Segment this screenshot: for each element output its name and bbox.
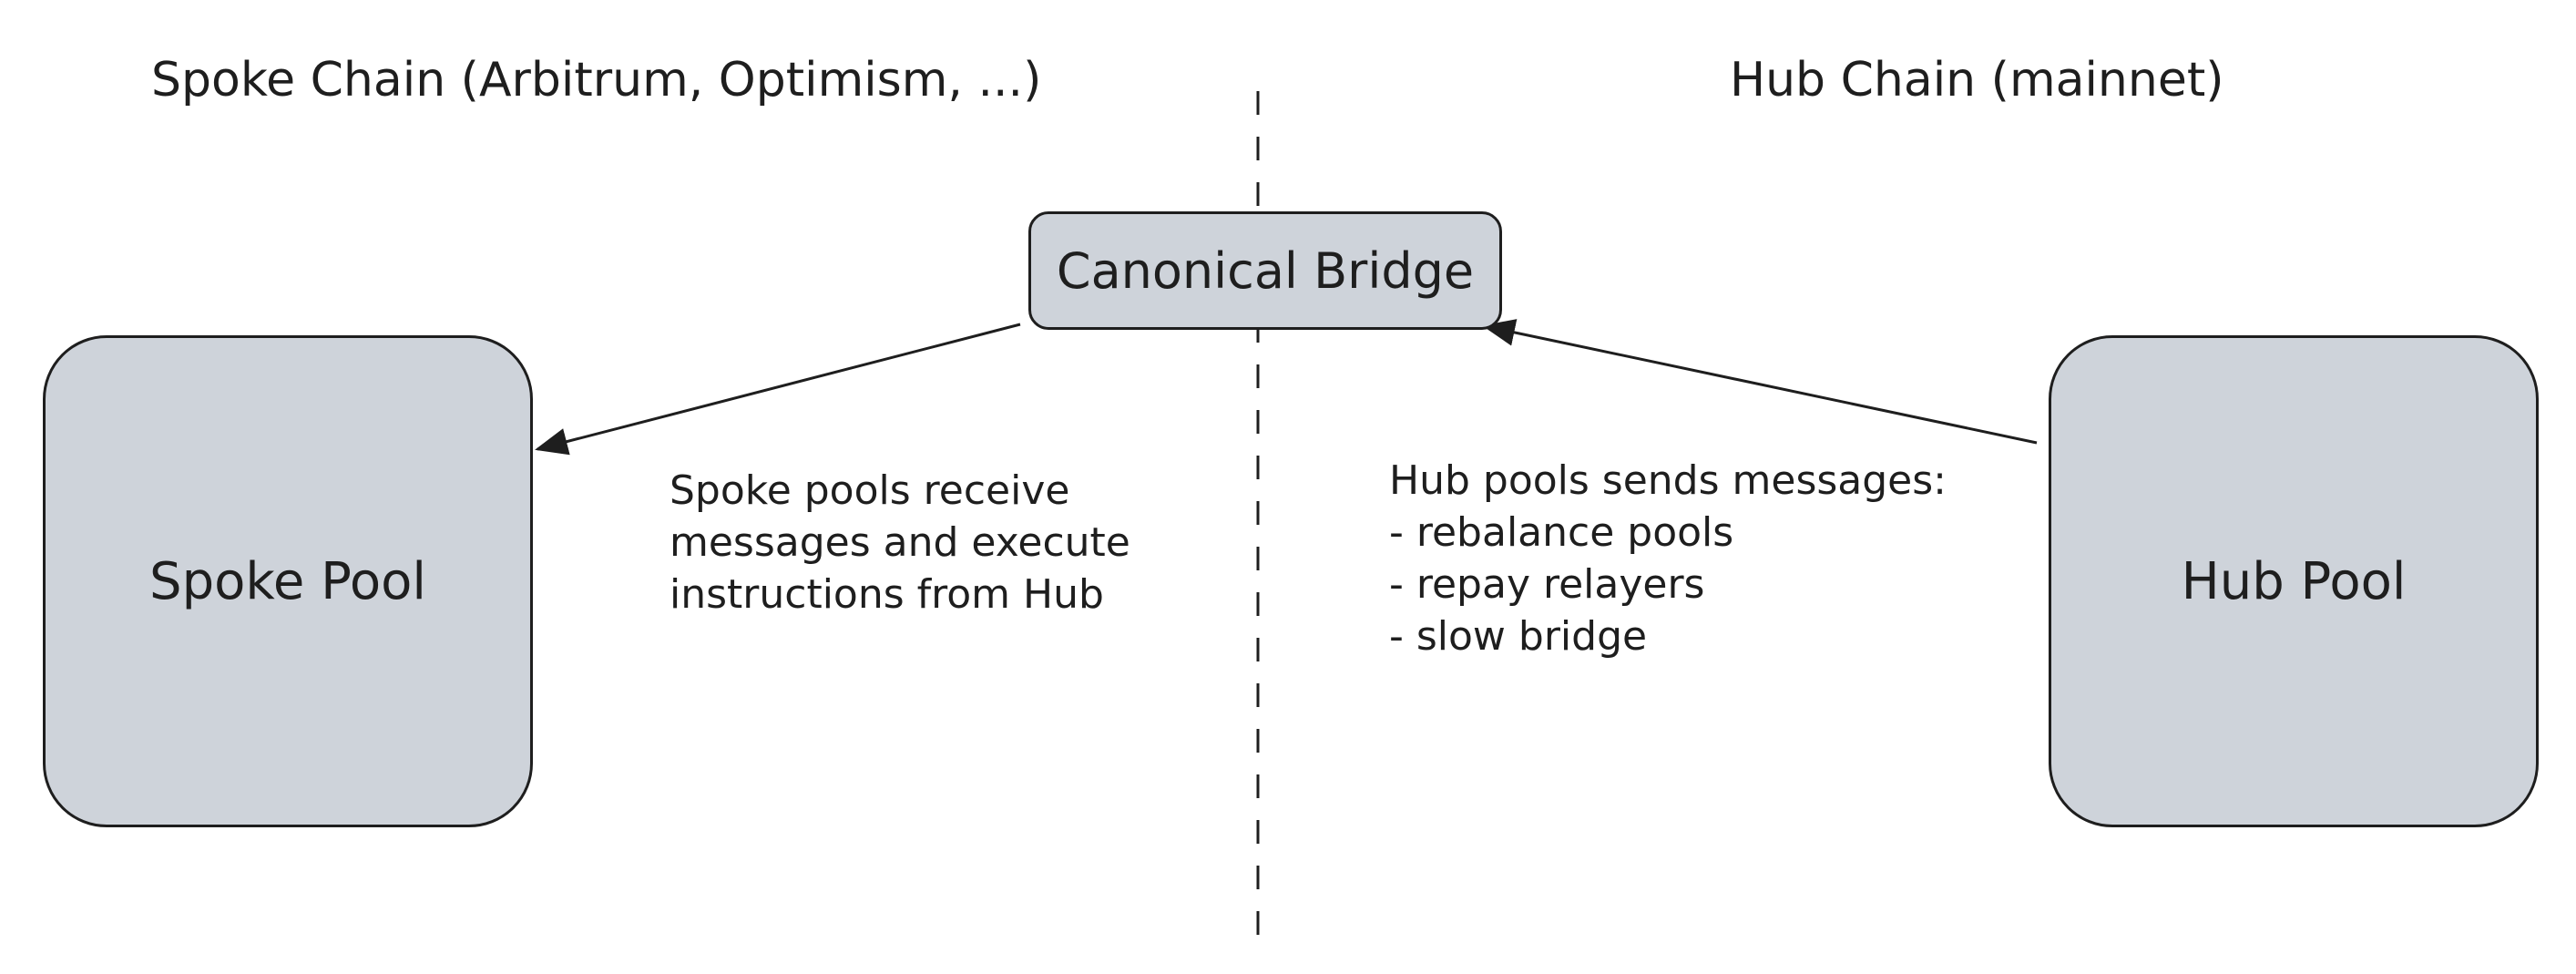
hub-note-line: - rebalance pools xyxy=(1389,509,1734,556)
hub-chain-title: Hub Chain (mainnet) xyxy=(1730,53,2224,108)
spoke-pool-label: Spoke Pool xyxy=(149,551,426,611)
bridge-to-spoke-pool-arrow xyxy=(535,323,1021,456)
hub-pool-box: Hub Pool xyxy=(2049,335,2539,827)
spoke-note-line: Spoke pools receive xyxy=(670,467,1070,514)
hub-note-line: - slow bridge xyxy=(1389,613,1648,660)
canonical-bridge-box: Canonical Bridge xyxy=(1028,211,1502,330)
hub-note-line: - repay relayers xyxy=(1389,561,1705,608)
spoke-pool-box: Spoke Pool xyxy=(43,335,533,827)
spoke-note: Spoke pools receive messages and execute… xyxy=(670,465,1130,620)
hub-note-line: Hub pools sends messages: xyxy=(1389,457,1947,504)
spoke-chain-title: Spoke Chain (Arbitrum, Optimism, ...) xyxy=(151,53,1042,108)
hub-pool-label: Hub Pool xyxy=(2181,551,2407,611)
hub-pool-to-bridge-arrow xyxy=(1482,319,2038,445)
spoke-note-line: instructions from Hub xyxy=(670,571,1104,618)
canonical-bridge-label: Canonical Bridge xyxy=(1056,241,1475,300)
hub-note: Hub pools sends messages: - rebalance po… xyxy=(1389,455,1947,662)
spoke-note-line: messages and execute xyxy=(670,519,1130,566)
